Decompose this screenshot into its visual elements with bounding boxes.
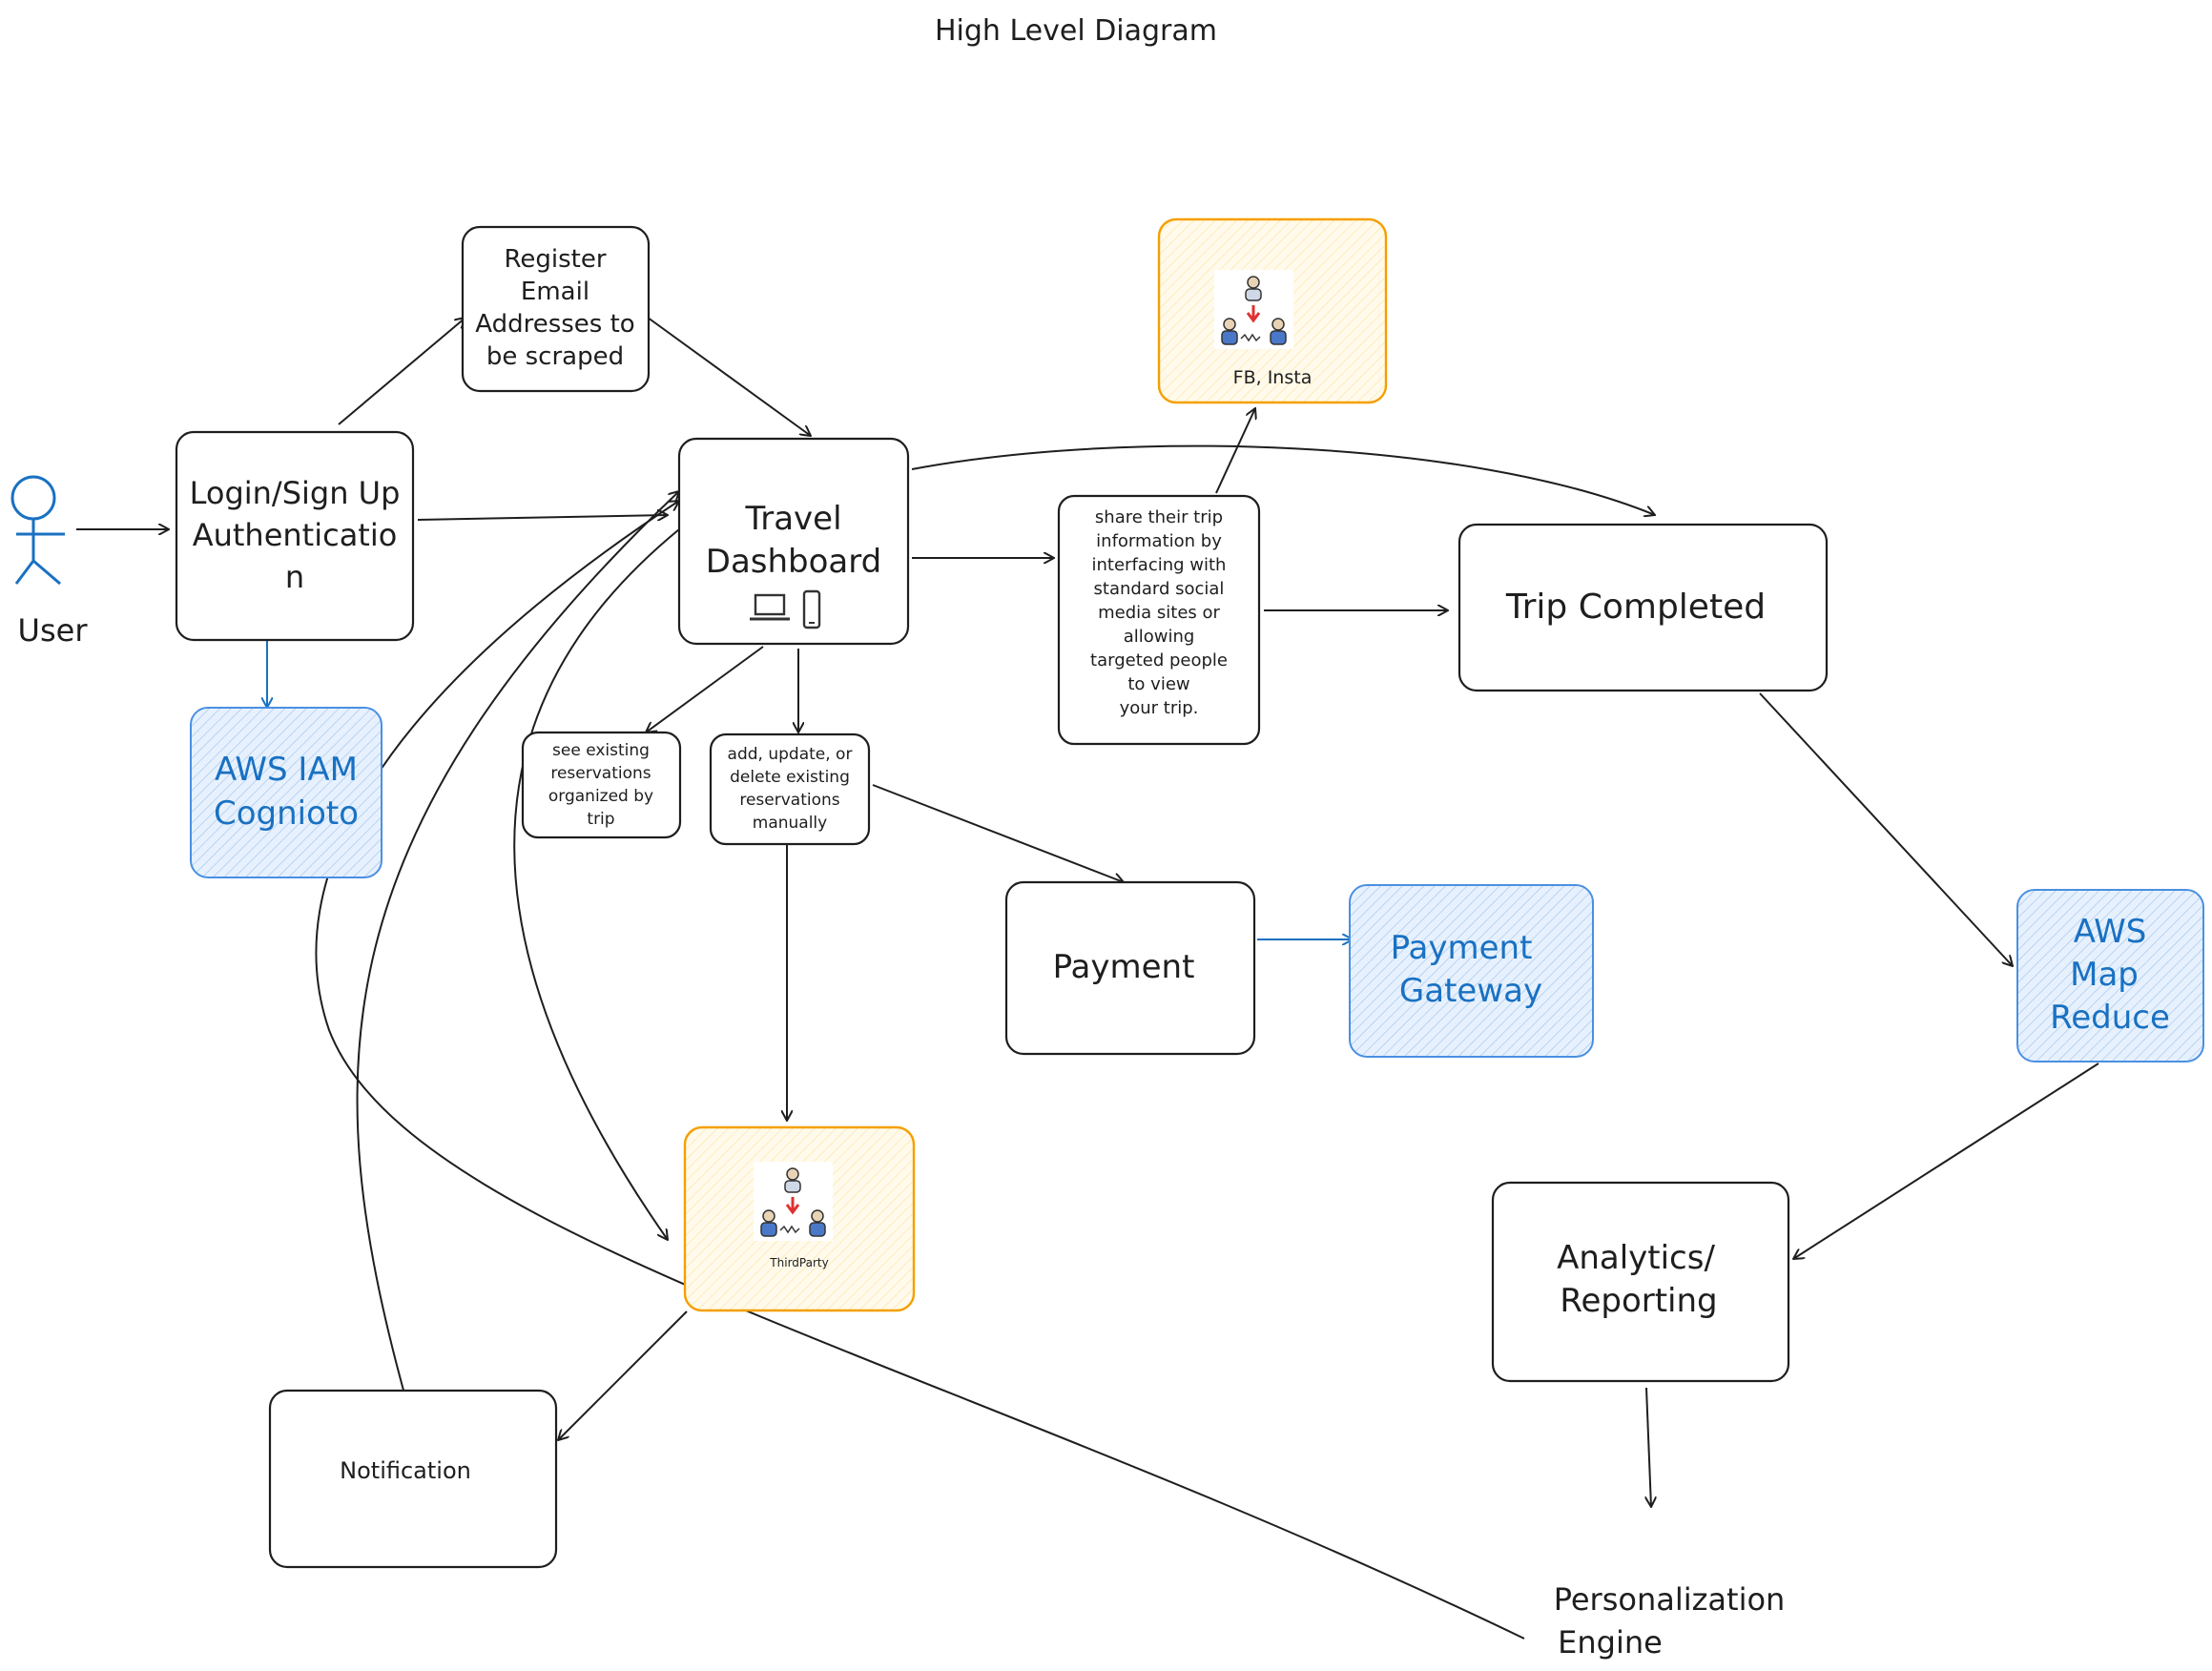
share-line-7: targeted people xyxy=(1090,650,1228,670)
share-line-9: your trip. xyxy=(1120,698,1199,718)
trip-completed-label: Trip Completed xyxy=(1505,588,1766,627)
user-actor: User xyxy=(10,475,89,649)
edge-thirdparty-notification xyxy=(558,1310,688,1440)
people-network-icon xyxy=(1214,270,1293,349)
third-party-node[interactable]: ThirdParty xyxy=(683,1125,916,1312)
add-update-line-2: delete existing xyxy=(730,768,850,787)
share-line-2: information by xyxy=(1096,531,1222,551)
personalization-line-1: Personalization xyxy=(1554,1581,1786,1618)
share-line-4: standard social xyxy=(1094,579,1225,599)
see-existing-line-1: see existing xyxy=(552,741,650,760)
laptop-icon xyxy=(750,593,790,621)
social-label: FB, Insta xyxy=(1233,367,1313,388)
edge-login-dashboard xyxy=(417,515,668,520)
edge-dashboard-thirdparty xyxy=(513,528,680,1240)
phone-icon xyxy=(802,589,821,629)
notification-label: Notification xyxy=(340,1457,471,1484)
aws-iam-line-1: AWS IAM xyxy=(215,751,358,789)
login-line-1: Login/Sign Up xyxy=(190,475,401,511)
add-update-node[interactable]: add, update, or delete existing reservat… xyxy=(709,732,871,846)
aws-iam-node[interactable]: AWS IAM Cognioto xyxy=(190,707,382,878)
dashboard-line-1: Travel xyxy=(744,500,841,538)
login-node[interactable]: Login/Sign Up Authenticatio n xyxy=(175,430,415,642)
aws-iam-line-2: Cognioto xyxy=(214,794,359,833)
analytics-node[interactable]: Analytics/ Reporting xyxy=(1491,1181,1790,1383)
see-existing-line-3: organized by xyxy=(548,787,653,806)
aws-map-reduce-line-3: Reduce xyxy=(2050,999,2170,1037)
people-network-icon xyxy=(754,1162,833,1241)
see-existing-line-2: reservations xyxy=(550,764,651,783)
analytics-line-2: Reporting xyxy=(1560,1282,1717,1320)
diagram-title: High Level Diagram xyxy=(935,14,1217,48)
aws-map-reduce-node[interactable]: AWS Map Reduce xyxy=(2016,889,2204,1062)
payment-node[interactable]: Payment xyxy=(1004,880,1256,1056)
edges xyxy=(76,314,2099,1640)
edge-login-register xyxy=(338,318,465,425)
edge-analytics-personalization xyxy=(1646,1387,1651,1507)
dashboard-line-2: Dashboard xyxy=(706,543,881,581)
third-party-label: ThirdParty xyxy=(769,1256,828,1269)
edge-notification-dashboard xyxy=(356,491,679,1398)
notification-node[interactable]: Notification xyxy=(268,1389,558,1569)
social-media-node[interactable]: FB, Insta xyxy=(1157,217,1388,404)
payment-gateway-node[interactable]: Payment Gateway xyxy=(1349,884,1594,1058)
edge-tripcompleted-mapreduce xyxy=(1759,692,2013,966)
share-line-3: interfacing with xyxy=(1092,555,1227,575)
edge-register-dashboard xyxy=(643,314,811,436)
register-line-4: be scraped xyxy=(486,342,624,371)
add-update-line-3: reservations xyxy=(739,791,839,810)
payment-gateway-line-1: Payment xyxy=(1391,929,1533,967)
share-line-1: share their trip xyxy=(1095,507,1223,527)
share-line-6: allowing xyxy=(1124,627,1195,647)
register-email-node[interactable]: Register Email Addresses to be scraped xyxy=(461,225,651,393)
add-update-line-4: manually xyxy=(753,814,827,833)
edge-dashboard-tripcompleted xyxy=(911,444,1655,515)
aws-map-reduce-line-1: AWS xyxy=(2074,913,2147,951)
register-line-3: Addresses to xyxy=(475,310,634,339)
see-existing-node[interactable]: see existing reservations organized by t… xyxy=(521,731,682,839)
edge-share-social xyxy=(1215,408,1255,494)
login-line-3: n xyxy=(285,559,304,595)
payment-label: Payment xyxy=(1053,948,1195,986)
aws-map-reduce-line-2: Map xyxy=(2070,956,2139,994)
edge-personalization-dashboard xyxy=(315,501,1525,1640)
travel-dashboard-node[interactable]: Travel Dashboard xyxy=(677,437,910,646)
user-label: User xyxy=(18,612,89,649)
add-update-line-1: add, update, or xyxy=(728,745,853,764)
edge-addupdate-payment xyxy=(872,784,1124,882)
payment-gateway-line-2: Gateway xyxy=(1399,972,1542,1010)
trip-completed-node[interactable]: Trip Completed xyxy=(1457,523,1829,692)
personalization-engine-node[interactable]: Personalization Engine xyxy=(1554,1581,1786,1661)
personalization-line-2: Engine xyxy=(1558,1624,1663,1661)
share-line-8: to view xyxy=(1127,674,1189,694)
login-line-2: Authenticatio xyxy=(193,517,398,553)
register-line-2: Email xyxy=(521,278,589,306)
see-existing-line-4: trip xyxy=(587,810,614,829)
stick-figure-user-icon xyxy=(10,475,65,586)
share-trip-node[interactable]: share their trip information by interfac… xyxy=(1057,494,1261,746)
register-line-1: Register xyxy=(504,245,606,274)
share-line-5: media sites or xyxy=(1098,603,1220,623)
analytics-line-1: Analytics/ xyxy=(1557,1239,1715,1277)
edge-dashboard-seeexisting xyxy=(646,646,764,732)
edge-mapreduce-analytics xyxy=(1793,1062,2099,1259)
